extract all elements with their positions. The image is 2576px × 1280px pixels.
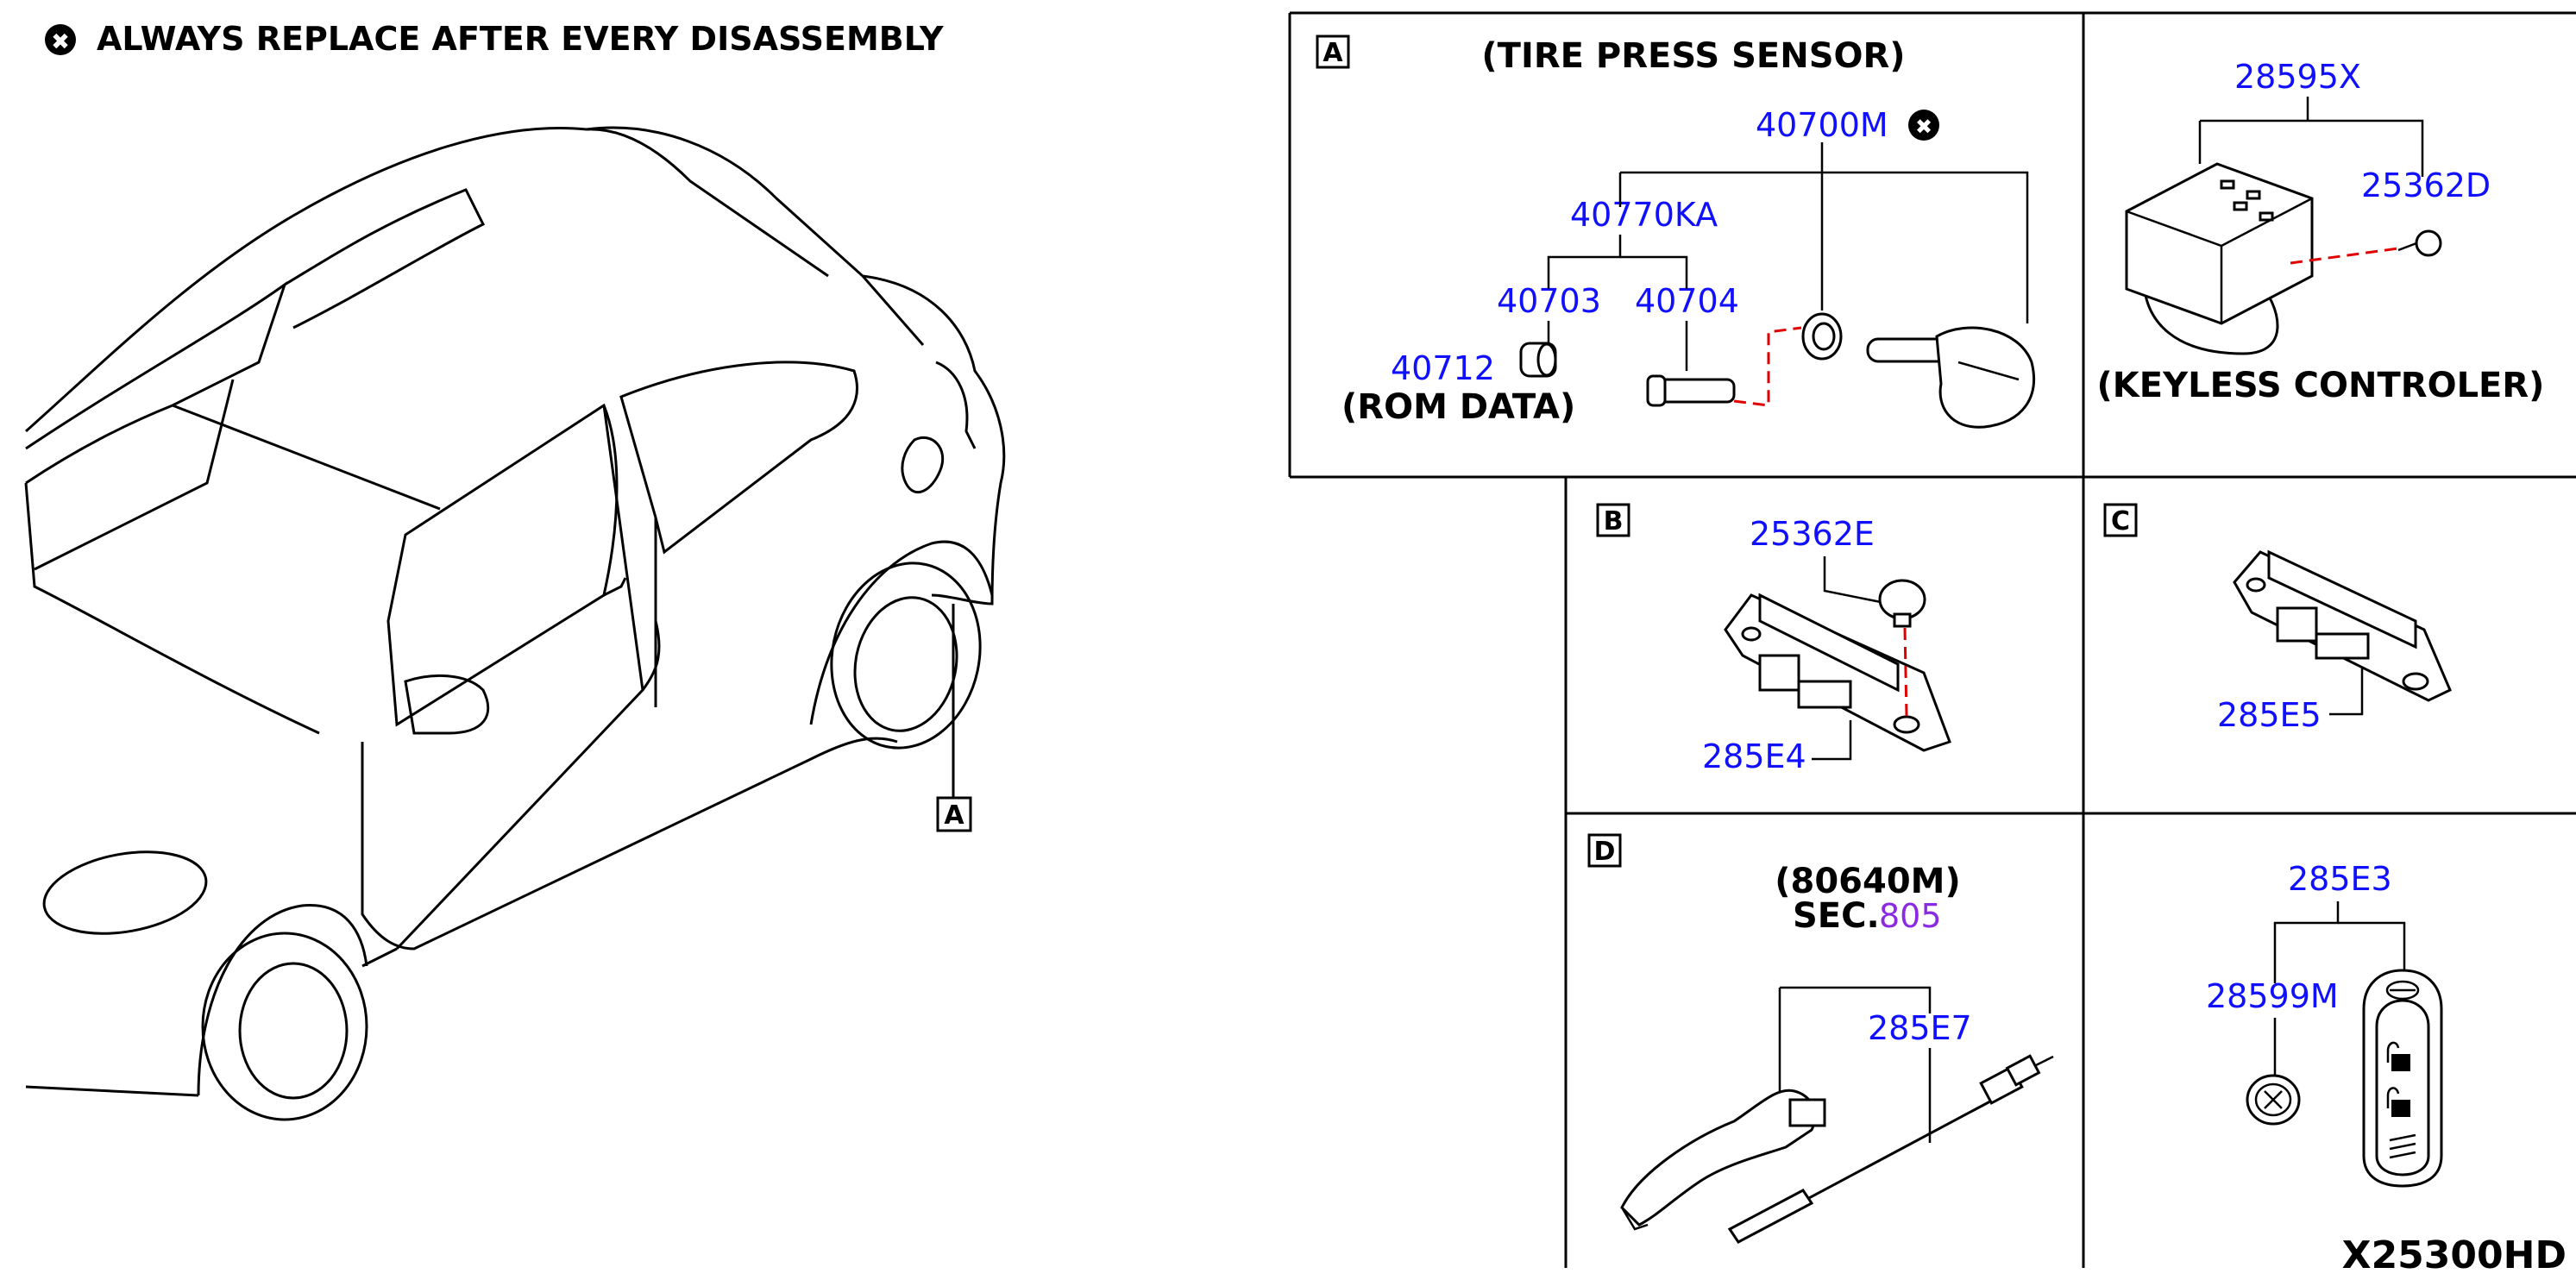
section-d: D (80640M) SEC. 805 285E7 xyxy=(1587,833,2054,1244)
car-callout-a[interactable]: A xyxy=(936,796,972,832)
replace-mark-glyph: ✖ xyxy=(1915,115,1932,139)
section-a-leaders xyxy=(1547,142,2029,371)
section-c-leader xyxy=(2329,668,2364,716)
keyless-controller-part xyxy=(2125,162,2314,355)
section-b-letter: B xyxy=(1604,506,1624,536)
replace-mark-icon xyxy=(1908,110,1939,141)
section-d-leaders xyxy=(1778,986,1932,1143)
tire-sensor-part xyxy=(1866,326,2036,429)
part-285e7[interactable]: 285E7 xyxy=(1868,1009,1972,1047)
replace-mark-icon xyxy=(45,24,76,55)
part-40770ka[interactable]: 40770KA xyxy=(1570,196,1718,234)
clip-25362e-part xyxy=(1878,579,1926,628)
section-d-ref-prefix: SEC. xyxy=(1793,896,1880,936)
antenna-c-part xyxy=(2233,549,2452,702)
section-a-box xyxy=(1316,35,1350,69)
section-c-box xyxy=(2103,503,2138,537)
part-28599m[interactable]: 28599M xyxy=(2206,977,2339,1015)
section-d-letter: D xyxy=(1594,837,1616,867)
section-a-title: (TIRE PRESS SENSOR) xyxy=(1481,36,1905,76)
section-b-leaders xyxy=(1812,556,1890,761)
rom-data-note: (ROM DATA) xyxy=(1341,387,1575,427)
car-illustration xyxy=(24,126,1006,1121)
part-285e4[interactable]: 285E4 xyxy=(1702,737,1806,775)
part-40700m[interactable]: 40700M xyxy=(1756,106,1888,144)
screw-25362d-part xyxy=(2397,229,2442,257)
key-leaders xyxy=(2273,901,2406,1078)
section-c-letter: C xyxy=(2111,506,2130,536)
part-25362e[interactable]: 25362E xyxy=(1750,515,1875,553)
antenna-cable-part xyxy=(1727,1054,2054,1244)
part-285e3[interactable]: 285E3 xyxy=(2288,860,2392,898)
section-c: C 285E5 xyxy=(2103,503,2452,734)
section-a-letter: A xyxy=(1323,38,1343,68)
valve-core-part xyxy=(1646,374,1736,407)
section-key: 285E3 28599M xyxy=(2206,860,2443,1188)
section-d-box xyxy=(1587,833,1622,868)
section-d-ref-link[interactable]: 805 xyxy=(1879,897,1942,935)
replace-note: ✖ ALWAYS REPLACE AFTER EVERY DISASSEMBLY xyxy=(45,20,944,58)
replace-mark-glyph: ✖ xyxy=(51,29,70,55)
part-25362d[interactable]: 25362D xyxy=(2361,166,2491,204)
rom-cap-part xyxy=(1519,342,1557,378)
callout-box xyxy=(936,796,972,832)
door-handle-part xyxy=(1620,1089,1826,1231)
part-285e5[interactable]: 285E5 xyxy=(2217,696,2322,734)
coin-battery-part xyxy=(2246,1074,2301,1126)
panel-frame xyxy=(1288,11,2576,1268)
guide-line-a xyxy=(1733,326,1802,407)
replace-note-text: ALWAYS REPLACE AFTER EVERY DISASSEMBLY xyxy=(97,20,944,58)
smart-key-part xyxy=(2362,969,2443,1188)
antenna-b-part xyxy=(1724,593,1951,752)
keyless-caption: (KEYLESS CONTROLER) xyxy=(2097,366,2545,405)
section-b-box xyxy=(1596,503,1630,537)
diagram-code: X25300HD xyxy=(2342,1233,2567,1277)
section-keyless: 28595X 25362D (KEYLESS CONTROLER) xyxy=(2097,58,2545,405)
section-a: A (TIRE PRESS SENSOR) 40700M ✖ 40770KA 4… xyxy=(1316,35,2036,429)
section-b: B 25362E 285E4 xyxy=(1596,503,1951,775)
part-40712[interactable]: 40712 xyxy=(1391,349,1495,387)
callout-letter: A xyxy=(944,800,964,831)
part-28595x[interactable]: 28595X xyxy=(2234,58,2361,96)
guide-line-b xyxy=(1903,627,1908,717)
keyless-leaders xyxy=(2198,97,2424,177)
grommet-part xyxy=(1801,312,1843,361)
section-d-ref-line1: (80640M) xyxy=(1775,862,1961,901)
